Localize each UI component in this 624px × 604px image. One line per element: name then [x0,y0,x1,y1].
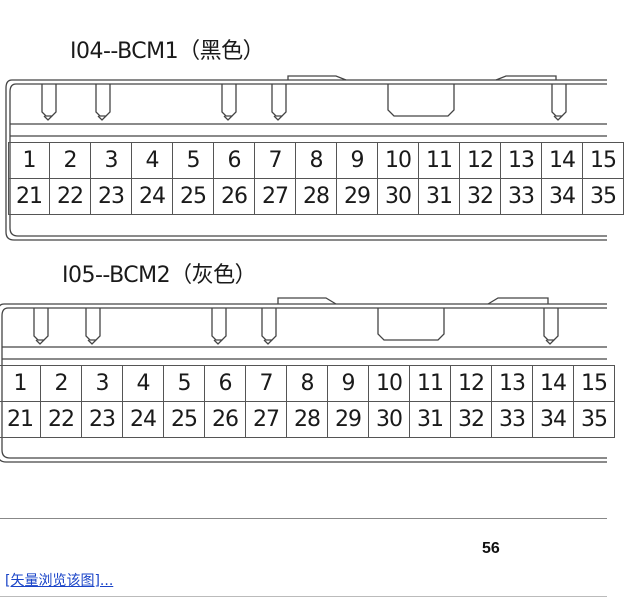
pin-cell: 31 [410,402,451,438]
connector-2-outline [0,297,607,463]
pin-cell: 33 [492,402,533,438]
pin-cell: 8 [296,143,337,179]
pin-cell: 12 [460,143,501,179]
pin-cell: 26 [205,402,246,438]
pin-cell: 12 [451,366,492,402]
pin-cell: 31 [419,179,460,215]
pin-cell: 22 [41,402,82,438]
pin-cell: 30 [378,179,419,215]
pin-cell: 9 [337,143,378,179]
pin-cell: 25 [173,179,214,215]
pin-cell: 2 [50,143,91,179]
pin-cell: 5 [164,366,205,402]
pin-cell: 29 [337,179,378,215]
pin-cell: 3 [91,143,132,179]
pin-cell: 10 [369,366,410,402]
pin-cell: 7 [246,366,287,402]
pin-cell: 6 [214,143,255,179]
connector-1-outline [5,75,607,241]
pin-cell: 35 [574,402,615,438]
pin-cell: 13 [501,143,542,179]
footer-divider [0,518,607,519]
pin-cell: 21 [0,402,41,438]
pin-cell: 2 [41,366,82,402]
pin-cell: 7 [255,143,296,179]
connector-2-code: I05--BCM2 [62,263,171,288]
pin-cell: 24 [132,179,173,215]
pin-cell: 27 [255,179,296,215]
pin-cell: 30 [369,402,410,438]
page-number: 56 [482,540,500,557]
pin-cell: 1 [0,366,41,402]
connector-1-title: I04--BCM1（黑色） [70,33,265,65]
pin-cell: 24 [123,402,164,438]
pin-cell: 22 [50,179,91,215]
pin-cell: 14 [542,143,583,179]
pin-cell: 10 [378,143,419,179]
pin-cell: 9 [328,366,369,402]
pin-cell: 33 [501,179,542,215]
pin-cell: 5 [173,143,214,179]
pin-cell: 21 [9,179,50,215]
pin-cell: 13 [492,366,533,402]
connector-1-pin-grid: 1 2 3 4 5 6 7 8 9 10 11 12 13 14 15 21 2… [8,142,624,215]
pin-cell: 32 [460,179,501,215]
pin-cell: 14 [533,366,574,402]
pin-cell: 11 [410,366,451,402]
connector-2-title: I05--BCM2（灰色） [62,257,257,289]
pin-cell: 28 [287,402,328,438]
pin-cell: 23 [82,402,123,438]
pin-cell: 11 [419,143,460,179]
pin-cell: 4 [123,366,164,402]
footer-bottom-divider [0,596,607,597]
pin-cell: 27 [246,402,287,438]
pin-cell: 29 [328,402,369,438]
pin-cell: 15 [574,366,615,402]
pin-cell: 32 [451,402,492,438]
pin-cell: 8 [287,366,328,402]
connector-2-color: （灰色） [170,263,257,288]
pin-cell: 4 [132,143,173,179]
pin-cell: 1 [9,143,50,179]
pin-cell: 15 [583,143,624,179]
pin-cell: 35 [583,179,624,215]
pin-cell: 26 [214,179,255,215]
pin-cell: 34 [542,179,583,215]
pin-cell: 34 [533,402,574,438]
pin-cell: 23 [91,179,132,215]
pin-cell: 28 [296,179,337,215]
pin-cell: 6 [205,366,246,402]
connector-2-pin-grid: 1 2 3 4 5 6 7 8 9 10 11 12 13 14 15 21 2… [0,365,615,438]
vector-view-link[interactable]: [矢量浏览该图]... [5,573,114,589]
connector-1-code: I04--BCM1 [70,39,179,64]
connector-1-color: （黑色） [178,39,265,64]
pin-cell: 25 [164,402,205,438]
pin-cell: 3 [82,366,123,402]
